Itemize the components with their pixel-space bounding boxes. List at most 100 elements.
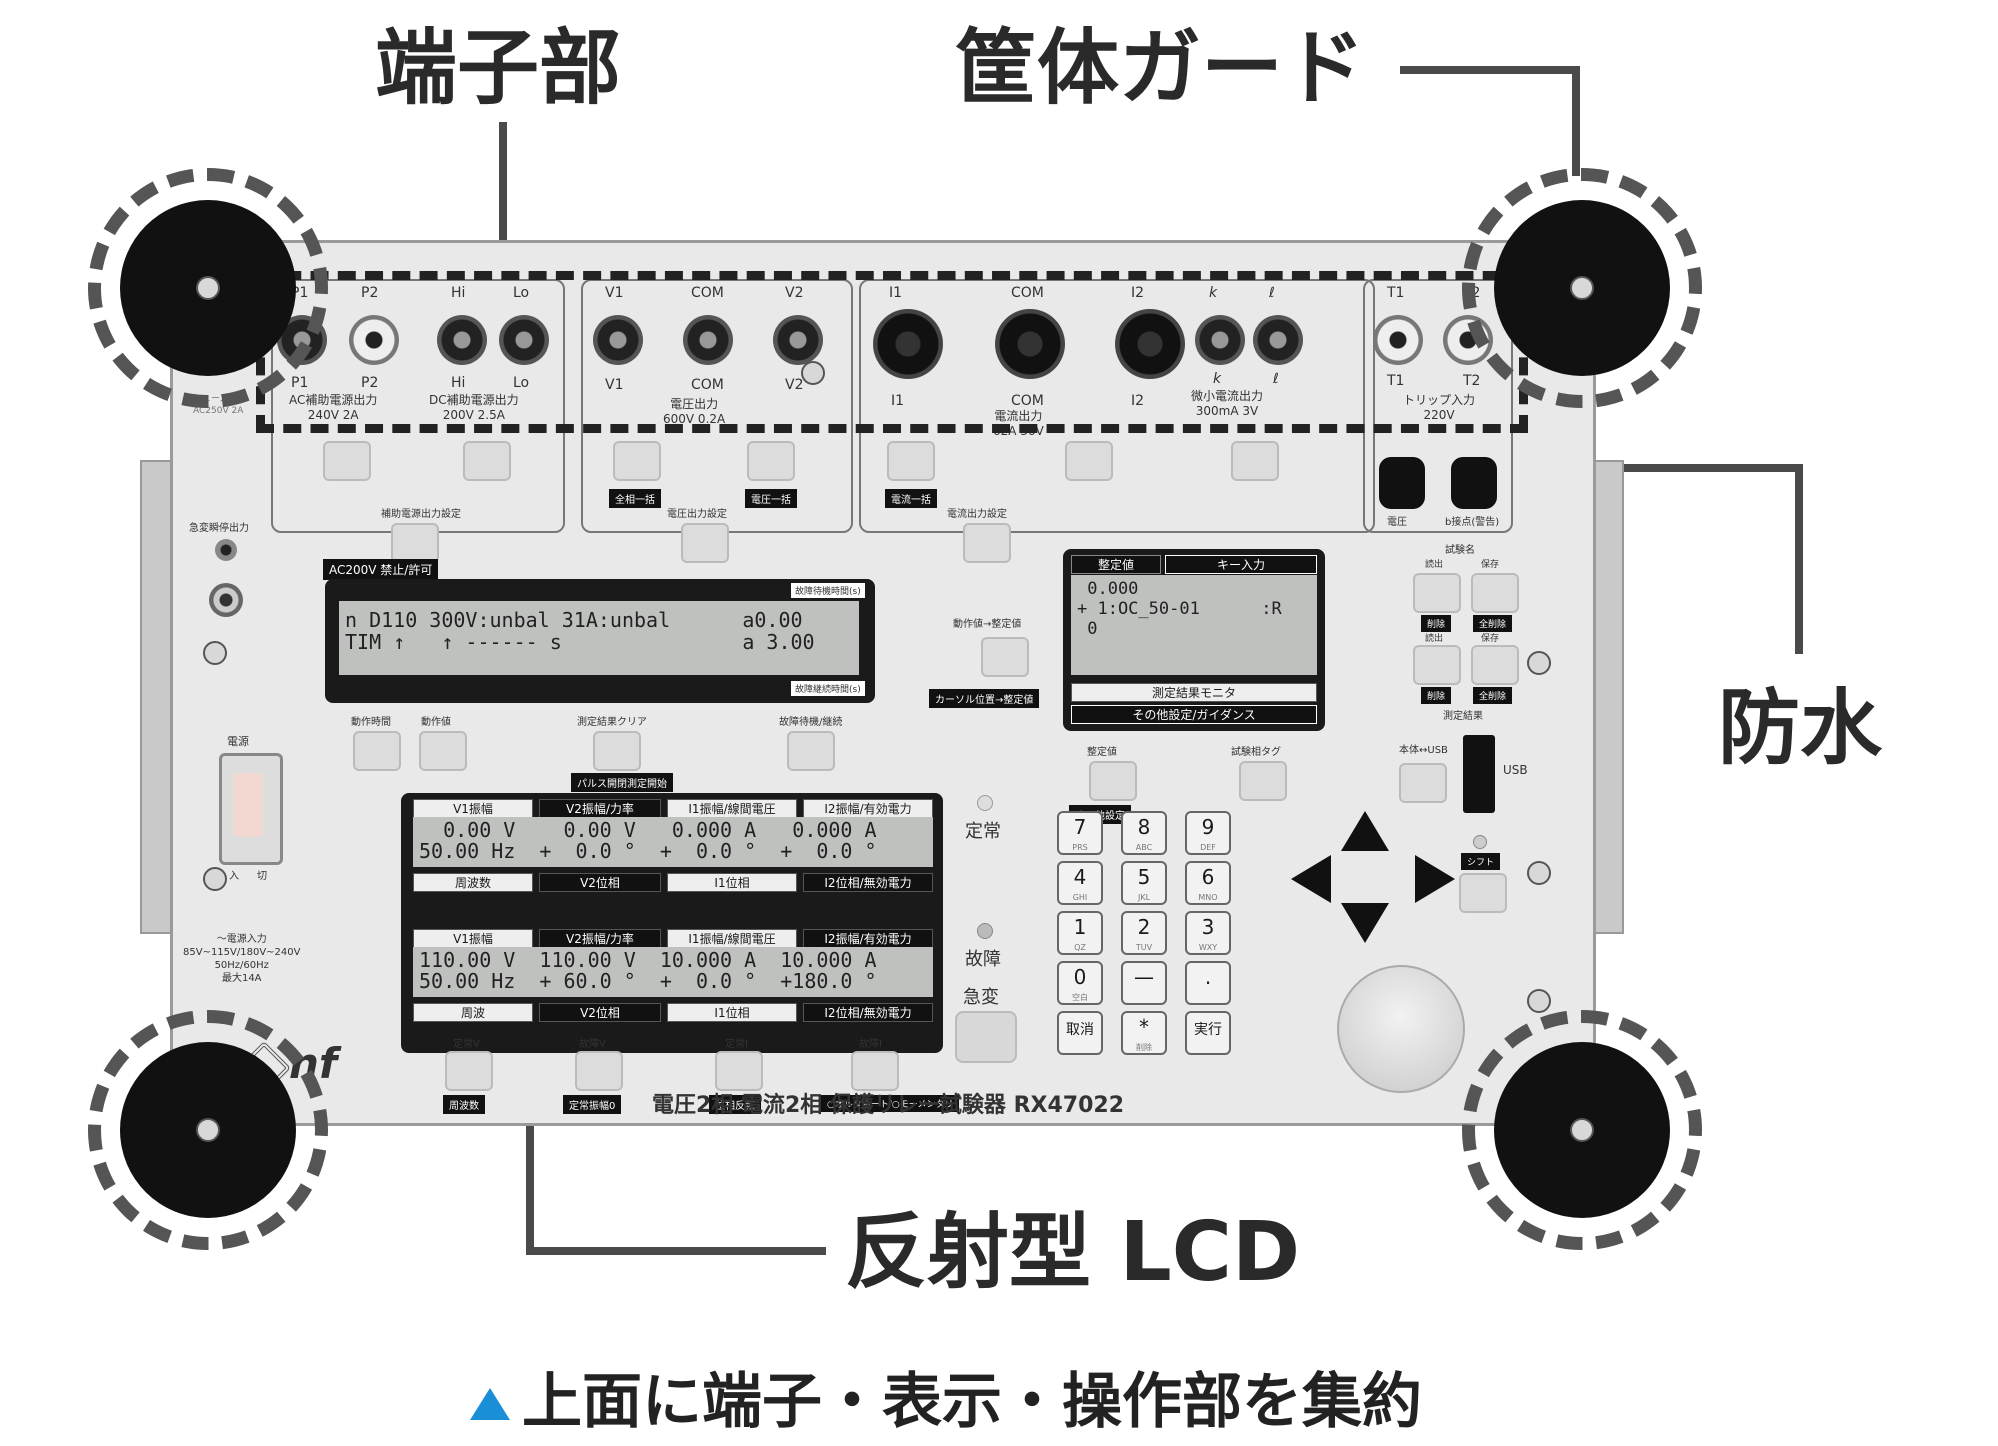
- emergency-output-jack[interactable]: [215, 539, 237, 561]
- keypad-key-13[interactable]: *削除: [1121, 1011, 1167, 1055]
- trip-terminal-group: [1363, 279, 1513, 533]
- label-hi-top: Hi: [451, 285, 466, 301]
- callout-terminal: 端子部: [375, 21, 622, 116]
- keypad-key-10[interactable]: —: [1121, 961, 1167, 1005]
- current-output-setting-button[interactable]: [963, 523, 1011, 563]
- result-load-button[interactable]: [1413, 645, 1461, 685]
- keypad-key-12[interactable]: 取消: [1057, 1011, 1103, 1055]
- result-save-button[interactable]: [1471, 645, 1519, 685]
- jack-com-v[interactable]: [683, 315, 733, 365]
- trip-knob-b-contact[interactable]: [1451, 457, 1497, 509]
- delete-label-1: 削除: [1421, 615, 1452, 632]
- screw-2: [203, 867, 227, 891]
- jack-com-i[interactable]: [995, 309, 1065, 379]
- steady-v-button[interactable]: [445, 1051, 493, 1091]
- test-save-button[interactable]: [1471, 573, 1519, 613]
- normal-led: [977, 795, 993, 811]
- screw-5: [1527, 989, 1551, 1013]
- jack-k[interactable]: [1195, 315, 1245, 365]
- usb-label: USB: [1503, 763, 1528, 777]
- operation-value-button[interactable]: [419, 731, 467, 771]
- small-current-note: 微小電流出力 300mA 3V: [1191, 389, 1264, 418]
- steady-i-button[interactable]: [715, 1051, 763, 1091]
- label-v1-bottom: V1: [605, 377, 624, 393]
- shift-button[interactable]: [1459, 873, 1507, 913]
- fault-i-button[interactable]: [851, 1051, 899, 1091]
- lcd1-line2: TIM ↑ ↑ ------ s a 3.00: [345, 630, 815, 654]
- keypad-key-11[interactable]: .: [1185, 961, 1231, 1005]
- label-l-bottom: ℓ: [1273, 371, 1279, 387]
- jack-hi[interactable]: [437, 315, 487, 365]
- jack-v1[interactable]: [593, 315, 643, 365]
- current-batch-key[interactable]: [887, 441, 935, 481]
- current-key-2[interactable]: [1065, 441, 1113, 481]
- aux-key-1[interactable]: [323, 441, 371, 481]
- jack-t1[interactable]: [1373, 315, 1423, 365]
- sudden-change-button[interactable]: [955, 1011, 1017, 1063]
- pulse-label: パルス開閉測定開始: [571, 773, 673, 792]
- jack-i2[interactable]: [1115, 309, 1185, 379]
- keypad-key-label: 7: [1073, 815, 1087, 839]
- label-t2-bottom: T2: [1463, 373, 1481, 389]
- trip-knob-voltage[interactable]: [1379, 457, 1425, 509]
- fault-v-label: 故障V: [579, 1039, 606, 1050]
- fault-label: 故障: [965, 949, 1001, 970]
- caption: 上面に端子・表示・操作部を集約: [522, 1367, 1422, 1437]
- setting-button[interactable]: [1089, 761, 1137, 801]
- arrow-right-icon[interactable]: [1415, 855, 1455, 903]
- aux-key-2[interactable]: [463, 441, 511, 481]
- label-current-batch: 電流一括: [885, 489, 937, 508]
- jack-v2[interactable]: [773, 315, 823, 365]
- fault-v-button[interactable]: [575, 1051, 623, 1091]
- bnc-connector[interactable]: [209, 583, 243, 617]
- label-v1-top: V1: [605, 285, 624, 301]
- usb-port[interactable]: [1463, 735, 1495, 813]
- arrow-left-icon[interactable]: [1291, 855, 1331, 903]
- arrow-up-icon[interactable]: [1341, 811, 1389, 851]
- lcd3-tab-v1: V1振幅: [413, 929, 533, 948]
- current-key-3[interactable]: [1231, 441, 1279, 481]
- jog-dial[interactable]: [1337, 965, 1465, 1093]
- label-all-phase: 全相一括: [609, 489, 661, 508]
- fault-i-label: 故障I: [859, 1039, 882, 1050]
- fault-wait-button[interactable]: [787, 731, 835, 771]
- usb-switch-button[interactable]: [1399, 763, 1447, 803]
- jack-i1[interactable]: [873, 309, 943, 379]
- label-com-i-bottom: COM: [1011, 393, 1044, 409]
- arrow-down-icon[interactable]: [1341, 903, 1389, 943]
- clear-result-button[interactable]: [593, 731, 641, 771]
- instrument-panel: ヒューズ AC250V 2A P1 P2 Hi Lo P1 P2 Hi Lo A…: [170, 240, 1596, 1126]
- keypad-key-label: 実行: [1194, 1022, 1222, 1038]
- test-load-button[interactable]: [1413, 573, 1461, 613]
- voltage-all-key[interactable]: [613, 441, 661, 481]
- test-tag-button[interactable]: [1239, 761, 1287, 801]
- lcd3-btab-i2: I2位相/無効電力: [803, 1003, 933, 1022]
- keypad-key-14[interactable]: 実行: [1185, 1011, 1231, 1055]
- jack-p2[interactable]: [349, 315, 399, 365]
- result-label: 測定結果: [1443, 711, 1483, 722]
- jack-l[interactable]: [1253, 315, 1303, 365]
- voltage-batch-key[interactable]: [747, 441, 795, 481]
- test-tag-label: 試験相タグ: [1231, 747, 1281, 758]
- voltage-output-setting-button[interactable]: [681, 523, 729, 563]
- callout-lcd: 反射型 LCD: [845, 1205, 1301, 1300]
- operation-time-button[interactable]: [353, 731, 401, 771]
- label-k-bottom: k: [1213, 371, 1222, 387]
- action-to-setting-button[interactable]: [981, 637, 1029, 677]
- aux-output-setting-button[interactable]: [391, 523, 439, 563]
- trip-note: トリップ入力 220V: [1403, 393, 1476, 422]
- label-i2-bottom: I2: [1131, 393, 1145, 409]
- knob-label-voltage: 電圧: [1387, 517, 1407, 528]
- jack-lo[interactable]: [499, 315, 549, 365]
